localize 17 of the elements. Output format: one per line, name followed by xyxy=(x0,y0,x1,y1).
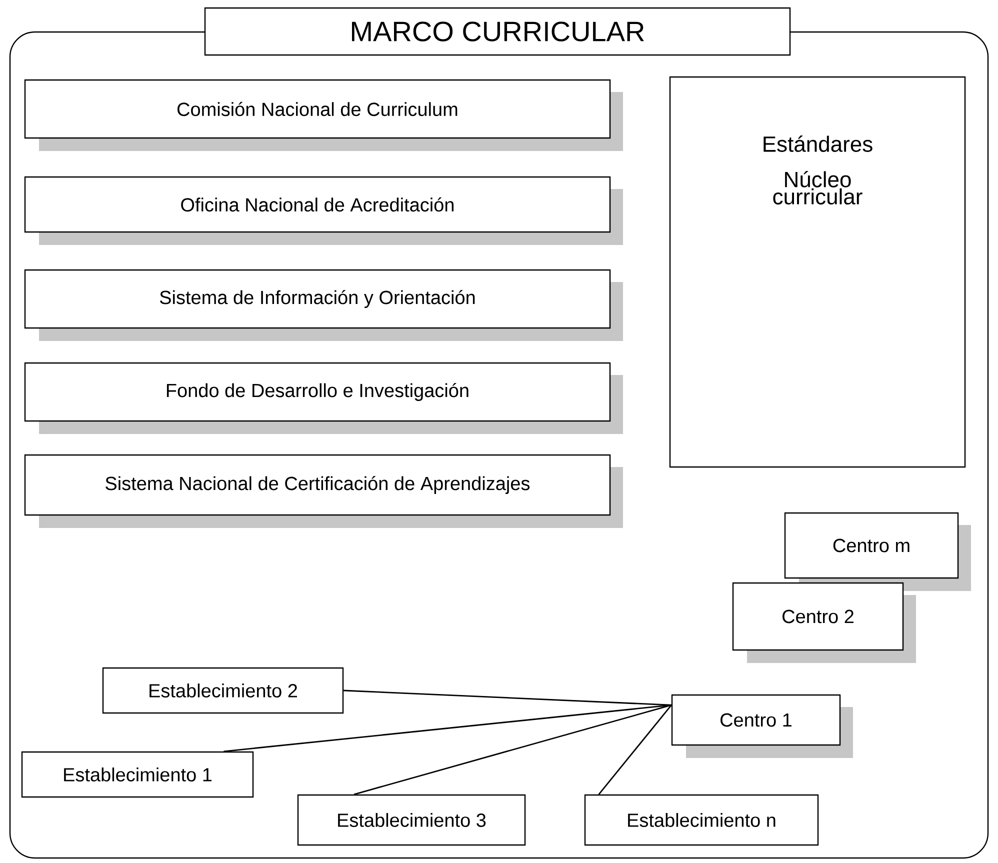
connector-line xyxy=(354,704,672,796)
connector-line xyxy=(344,690,672,706)
box: Oficina Nacional de Acreditación xyxy=(24,176,623,245)
box: Centro 1 xyxy=(671,694,853,758)
box: Centro m xyxy=(784,512,972,591)
box: Establecimiento 1 xyxy=(21,751,254,798)
box: Establecimiento n xyxy=(584,794,819,846)
box: Sistema de Información y Orientación xyxy=(24,269,623,341)
box: Establecimiento 2 xyxy=(102,667,344,714)
box: Comisión Nacional de Curriculum xyxy=(24,79,623,151)
box: Sistema Nacional de Certificación de Aprendizajes xyxy=(24,454,623,528)
connector-line xyxy=(598,704,672,795)
connector-line xyxy=(224,704,672,752)
box: Fondo de Desarrollo e Investigación xyxy=(24,362,623,434)
box: Establecimiento 3 xyxy=(297,794,526,846)
box: Estándares Núcleo curricular xyxy=(669,76,966,468)
box: Centro 2 xyxy=(732,582,916,663)
